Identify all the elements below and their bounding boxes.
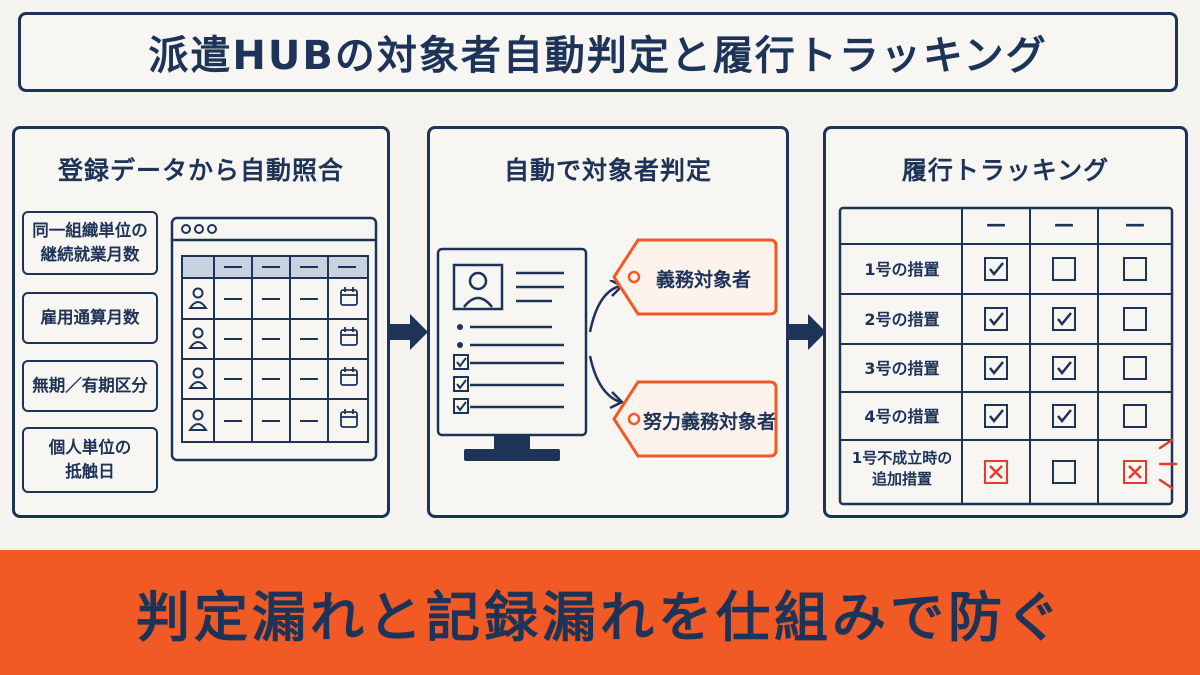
alert-marks [1158,438,1178,490]
title-box: 派遣HUBの対象者自動判定と履行トラッキング [18,12,1178,92]
checked-box-icon [984,356,1008,380]
header-cell-1: — [986,212,1006,236]
panel-auto-judgement-title: 自動で対象者判定 [503,156,712,185]
checked-box-icon [1052,356,1076,380]
crossed-box-icon [984,460,1008,484]
panel-tracking-title: 履行トラッキング [901,156,1110,185]
row-label-measure-4: 4号の措置 [864,407,940,426]
tag-effort-target: 努力義務対象者 [643,411,777,433]
chip-total-employment-months: 雇用通算月数 [22,292,158,344]
profile-photo-icon [452,263,504,311]
panel-data-matching-title: 登録データから自動照合 [57,156,344,185]
page-title: 派遣HUBの対象者自動判定と履行トラッキング [148,33,1048,79]
database-window-illustration [170,216,378,462]
header-cell-2: — [1054,212,1074,236]
checked-box-icon [1052,404,1076,428]
monitor-profile-illustration [436,247,588,461]
empty-box-icon [1123,257,1147,281]
person-icons [188,287,208,431]
empty-box-icon [1123,307,1147,331]
footer-slogan: 判定漏れと記録漏れを仕組みで防ぐ [136,586,1064,649]
checked-box-icon [984,404,1008,428]
arrow-right-icon [390,314,428,350]
checked-box-icon [984,307,1008,331]
row-label-measure-3: 3号の措置 [864,359,940,378]
header-cell-3: — [1125,212,1145,236]
checked-box-icon [984,257,1008,281]
branch-arrows [588,280,625,410]
checked-box-icon [1052,307,1076,331]
tag-mandatory-target: 義務対象者 [656,269,752,291]
row-label-measure-1: 1号の措置 [864,260,940,279]
row-label-measure-2: 2号の措置 [864,310,940,329]
tag-hole-icon [627,270,641,284]
chip-conflict-date: 個人単位の 抵触日 [22,427,158,493]
empty-box-icon [1052,257,1076,281]
window-dots-icon [181,224,217,234]
row-label-additional-measure: 1号不成立時の 追加措置 [851,449,953,488]
empty-box-icon [1052,460,1076,484]
empty-box-icon [1123,356,1147,380]
crossed-box-icon [1123,460,1147,484]
arrow-right-icon [788,314,826,350]
chip-contract-type: 無期／有期区分 [22,360,158,412]
footer-banner: 判定漏れと記録漏れを仕組みで防ぐ [0,550,1200,675]
chip-continuous-months: 同一組織単位の 継続就業月数 [22,211,158,275]
checkbox-icons [453,354,469,414]
tag-shapes [612,238,778,458]
calendar-icons [340,287,358,428]
tag-hole-icon [627,412,641,426]
tracking-table [838,206,1174,506]
empty-box-icon [1123,404,1147,428]
